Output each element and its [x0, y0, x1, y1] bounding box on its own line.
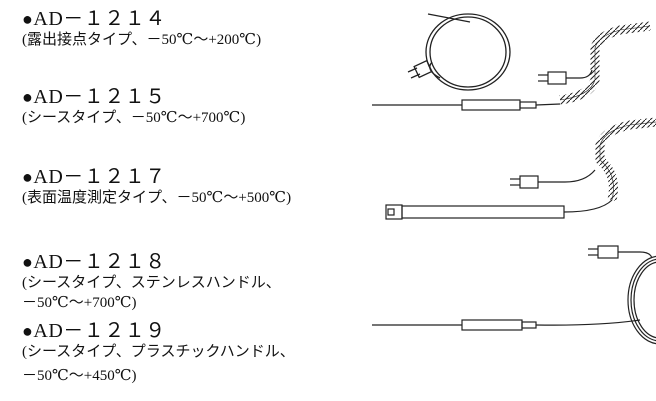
probe-1215-image	[372, 21, 651, 111]
product-desc: (表面温度測定タイプ、－50℃～+500℃)	[22, 190, 292, 206]
probe-1218-image	[588, 245, 656, 345]
product-desc: (シースタイプ、ステンレスハンドル、	[22, 275, 281, 291]
product-code: AD－１２１８	[33, 251, 166, 273]
bullet-icon: ●	[22, 252, 34, 272]
product-ad1218: ●AD－１２１８ (シースタイプ、ステンレスハンドル、 －50℃～+700℃)	[22, 251, 281, 313]
product-ad1219: ●AD－１２１９ (シースタイプ、プラスチックハンドル、 －50℃～+450℃)	[22, 320, 295, 386]
product-desc: －50℃～+450℃)	[22, 368, 137, 384]
probe-1214-image	[407, 13, 511, 91]
product-code: AD－１２１９	[33, 320, 166, 342]
product-code: AD－１２１５	[33, 86, 166, 108]
bullet-icon: ●	[22, 87, 34, 107]
probe-1217-image	[385, 117, 656, 220]
product-code: AD－１２１７	[33, 166, 166, 188]
product-desc: (シースタイプ、－50℃～+700℃)	[22, 110, 246, 126]
bullet-icon: ●	[22, 167, 34, 187]
product-ad1214: ●AD－１２１４ (露出接点タイプ、－50℃～+200℃)	[22, 8, 261, 50]
probe-1219-image	[372, 319, 641, 331]
product-desc: －50℃～+700℃)	[22, 295, 137, 311]
product-ad1217: ●AD－１２１７ (表面温度測定タイプ、－50℃～+500℃)	[22, 166, 291, 208]
product-ad1215: ●AD－１２１５ (シースタイプ、－50℃～+700℃)	[22, 86, 245, 128]
product-desc: (露出接点タイプ、－50℃～+200℃)	[22, 32, 262, 48]
bullet-icon: ●	[22, 321, 34, 341]
product-desc: (シースタイプ、プラスチックハンドル、	[22, 344, 295, 360]
product-code: AD－１２１４	[33, 8, 166, 30]
bullet-icon: ●	[22, 9, 34, 29]
